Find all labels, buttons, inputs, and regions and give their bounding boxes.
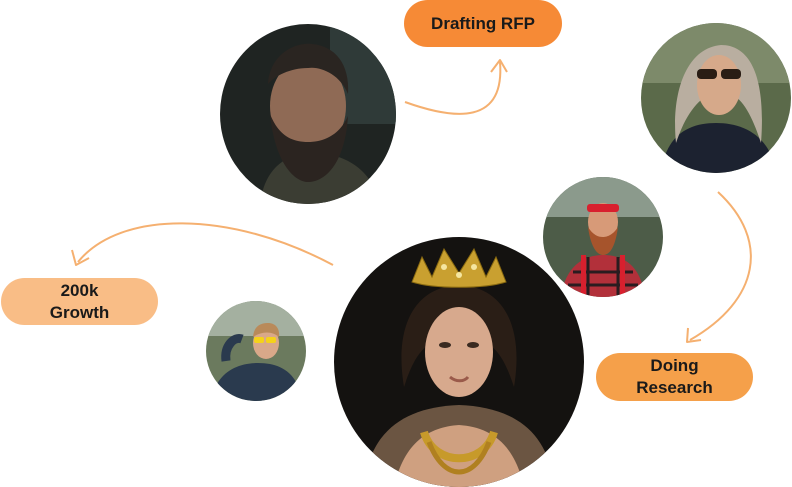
drafting-rfp-label: Drafting RFP xyxy=(431,13,535,33)
man-yellow-glasses-avatar xyxy=(206,301,306,401)
arrow-to-drafting-icon xyxy=(404,61,502,115)
lumberjack-man-avatar xyxy=(543,177,663,297)
woman-sunglasses-avatar xyxy=(641,23,791,173)
doing-research-pill: Doing Research xyxy=(596,353,753,401)
woman-sunglasses-photo-icon xyxy=(641,23,791,173)
bearded-man-avatar xyxy=(220,24,396,204)
drafting-rfp-pill: Drafting RFP xyxy=(404,0,562,47)
arrow-to-research-icon xyxy=(689,191,752,341)
growth-label: 200k Growth xyxy=(49,280,110,322)
arrow-to-growth-icon xyxy=(77,222,334,266)
crowned-woman-photo-icon xyxy=(334,237,584,487)
doing-research-label: Doing Research xyxy=(636,356,713,397)
lumberjack-man-photo-icon xyxy=(543,177,663,297)
crowned-woman-avatar xyxy=(334,237,584,487)
man-yellow-glasses-photo-icon xyxy=(206,301,306,401)
bearded-man-photo-icon xyxy=(220,24,396,204)
growth-pill: 200k Growth xyxy=(1,278,158,325)
